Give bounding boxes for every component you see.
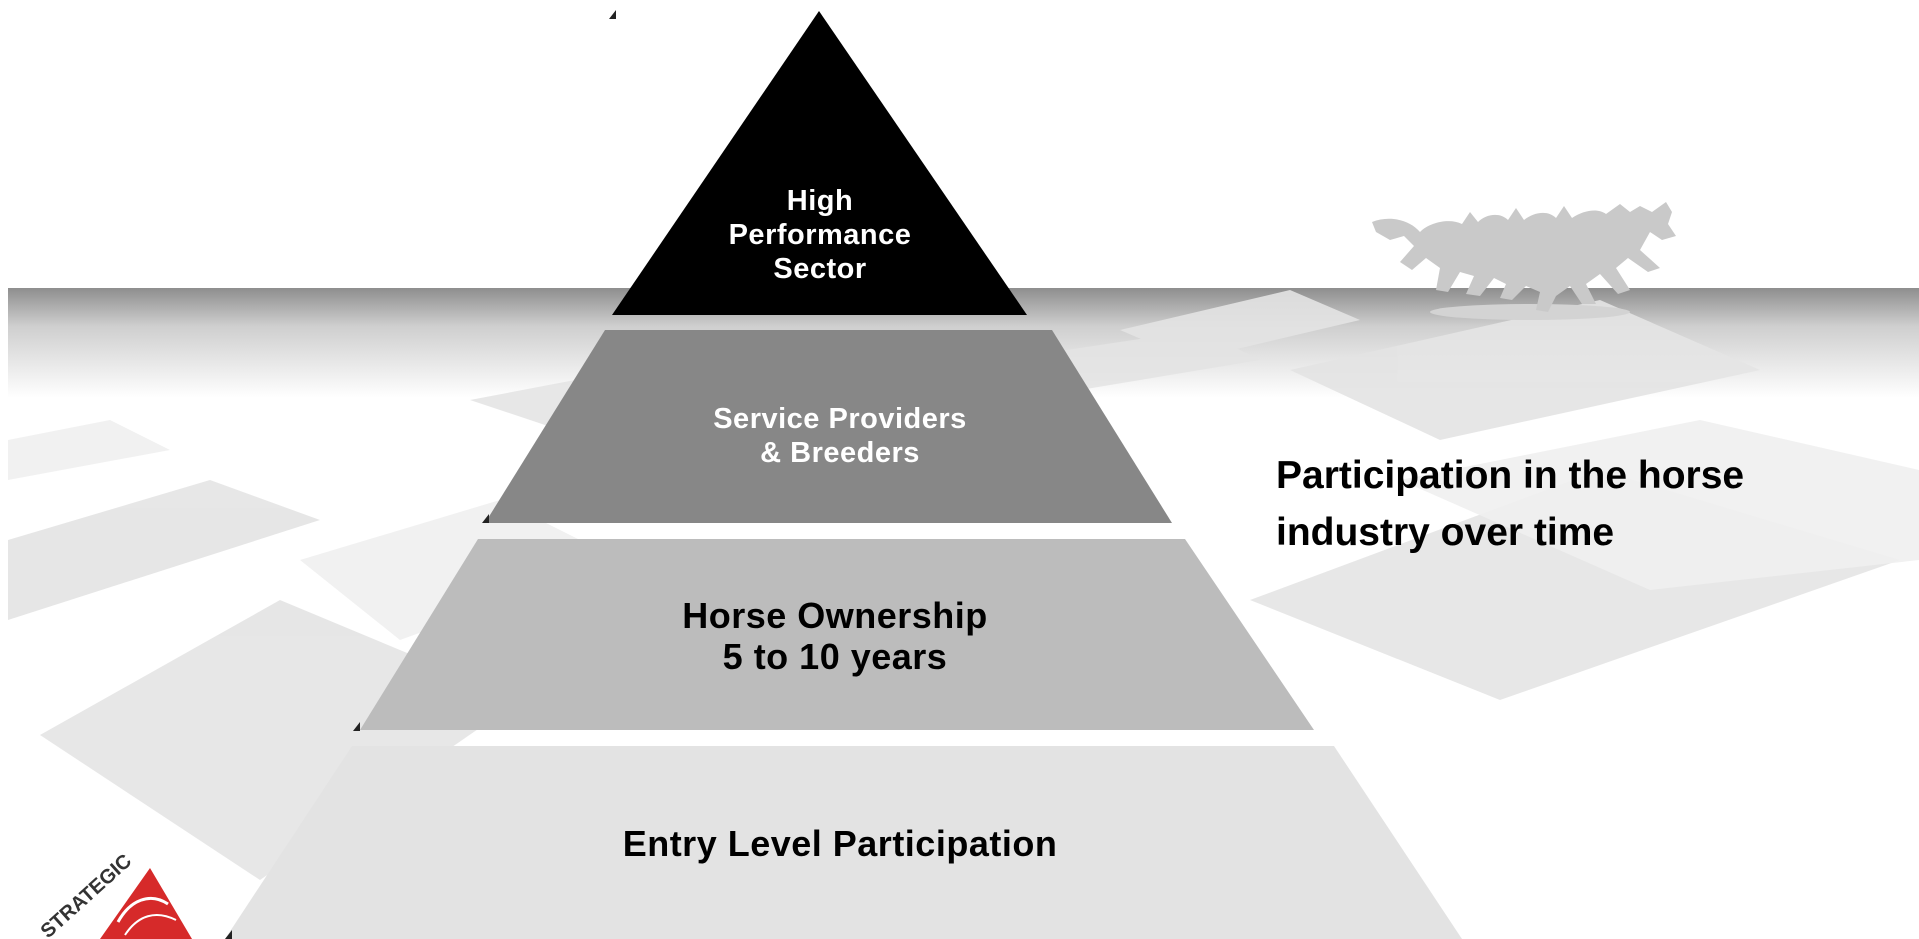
caption-text: Participation in the horse industry over… [1276,454,1745,554]
tier-label-service-providers: Service Providers & Breeders [713,403,967,470]
tier-service-providers [485,330,1172,523]
tier-label-entry-level: Entry Level Participation [622,823,1058,864]
corner-marker [225,930,232,939]
corner-marker [609,10,616,19]
strategic-logo: STRATEGIC [37,850,192,939]
corner-marker [353,722,360,731]
tier-horse-ownership [360,539,1314,730]
running-horses-icon [1372,202,1676,320]
tier-label-horse-ownership: Horse Ownership 5 to 10 years [682,595,988,677]
corner-marker [482,514,489,523]
tier-label-high-performance: High Performance Sector [728,185,912,286]
tier-entry-level [225,746,1462,939]
tier-high-performance [612,11,1027,315]
